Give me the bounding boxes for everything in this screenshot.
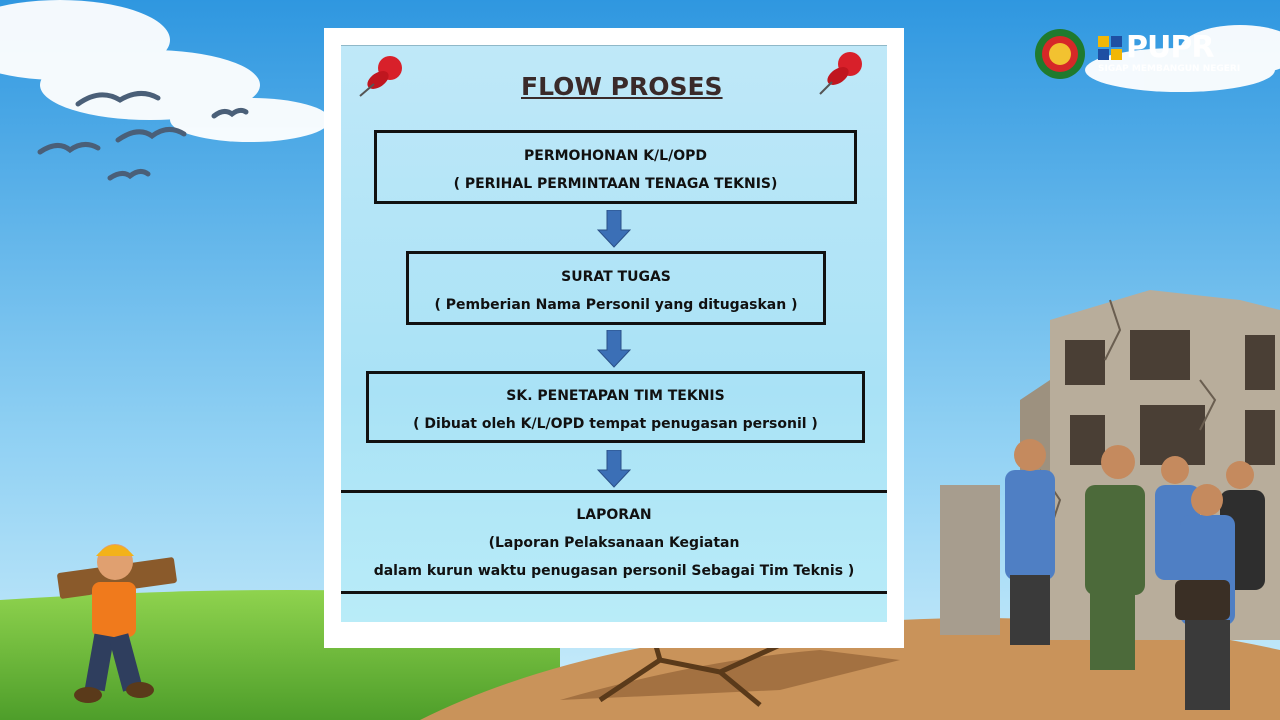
officials-group-icon xyxy=(1005,439,1265,710)
arrow-down-icon xyxy=(597,450,631,488)
pushpin-right-icon xyxy=(819,52,862,95)
step-surat-tugas-title: SURAT TUGAS xyxy=(561,269,671,285)
regional-emblem-icon xyxy=(1035,29,1085,79)
step-laporan-detail-2: dalam kurun waktu penugasan personil Seb… xyxy=(373,563,855,579)
construction-worker-icon xyxy=(57,544,177,703)
diagram-title: FLOW PROSES xyxy=(521,72,723,101)
step-sk-penetapan-detail: ( Dibuat oleh K/L/OPD tempat penugasan p… xyxy=(413,416,818,432)
step-laporan: LAPORAN (Laporan Pelaksanaan Kegiatan da… xyxy=(341,490,887,594)
pupr-emblem-icon xyxy=(1098,36,1122,60)
step-permohonan-title: PERMOHONAN K/L/OPD xyxy=(524,148,707,164)
pupr-brand: PUPR xyxy=(1126,30,1214,65)
step-surat-tugas-detail: ( Pemberian Nama Personil yang ditugaska… xyxy=(434,297,798,313)
cloud-right xyxy=(1085,25,1280,92)
pushpin-left-icon xyxy=(359,56,402,97)
arrow-down-icon xyxy=(597,330,631,368)
step-permohonan-detail: ( PERIHAL PERMINTAAN TENAGA TEKNIS) xyxy=(453,176,778,192)
step-permohonan: PERMOHONAN K/L/OPD ( PERIHAL PERMINTAAN … xyxy=(374,130,857,204)
birds-icon xyxy=(37,91,249,181)
step-surat-tugas: SURAT TUGAS ( Pemberian Nama Personil ya… xyxy=(406,251,826,325)
arrow-down-icon xyxy=(597,210,631,248)
step-laporan-detail-1: (Laporan Pelaksanaan Kegiatan xyxy=(488,535,740,551)
step-sk-penetapan-title: SK. PENETAPAN TIM TEKNIS xyxy=(506,388,725,404)
step-laporan-title: LAPORAN xyxy=(576,507,652,523)
step-sk-penetapan: SK. PENETAPAN TIM TEKNIS ( Dibuat oleh K… xyxy=(366,371,865,443)
pupr-tagline: SIGAP MEMBANGUN NEGERI xyxy=(1098,64,1241,74)
cloud-left xyxy=(0,0,330,142)
